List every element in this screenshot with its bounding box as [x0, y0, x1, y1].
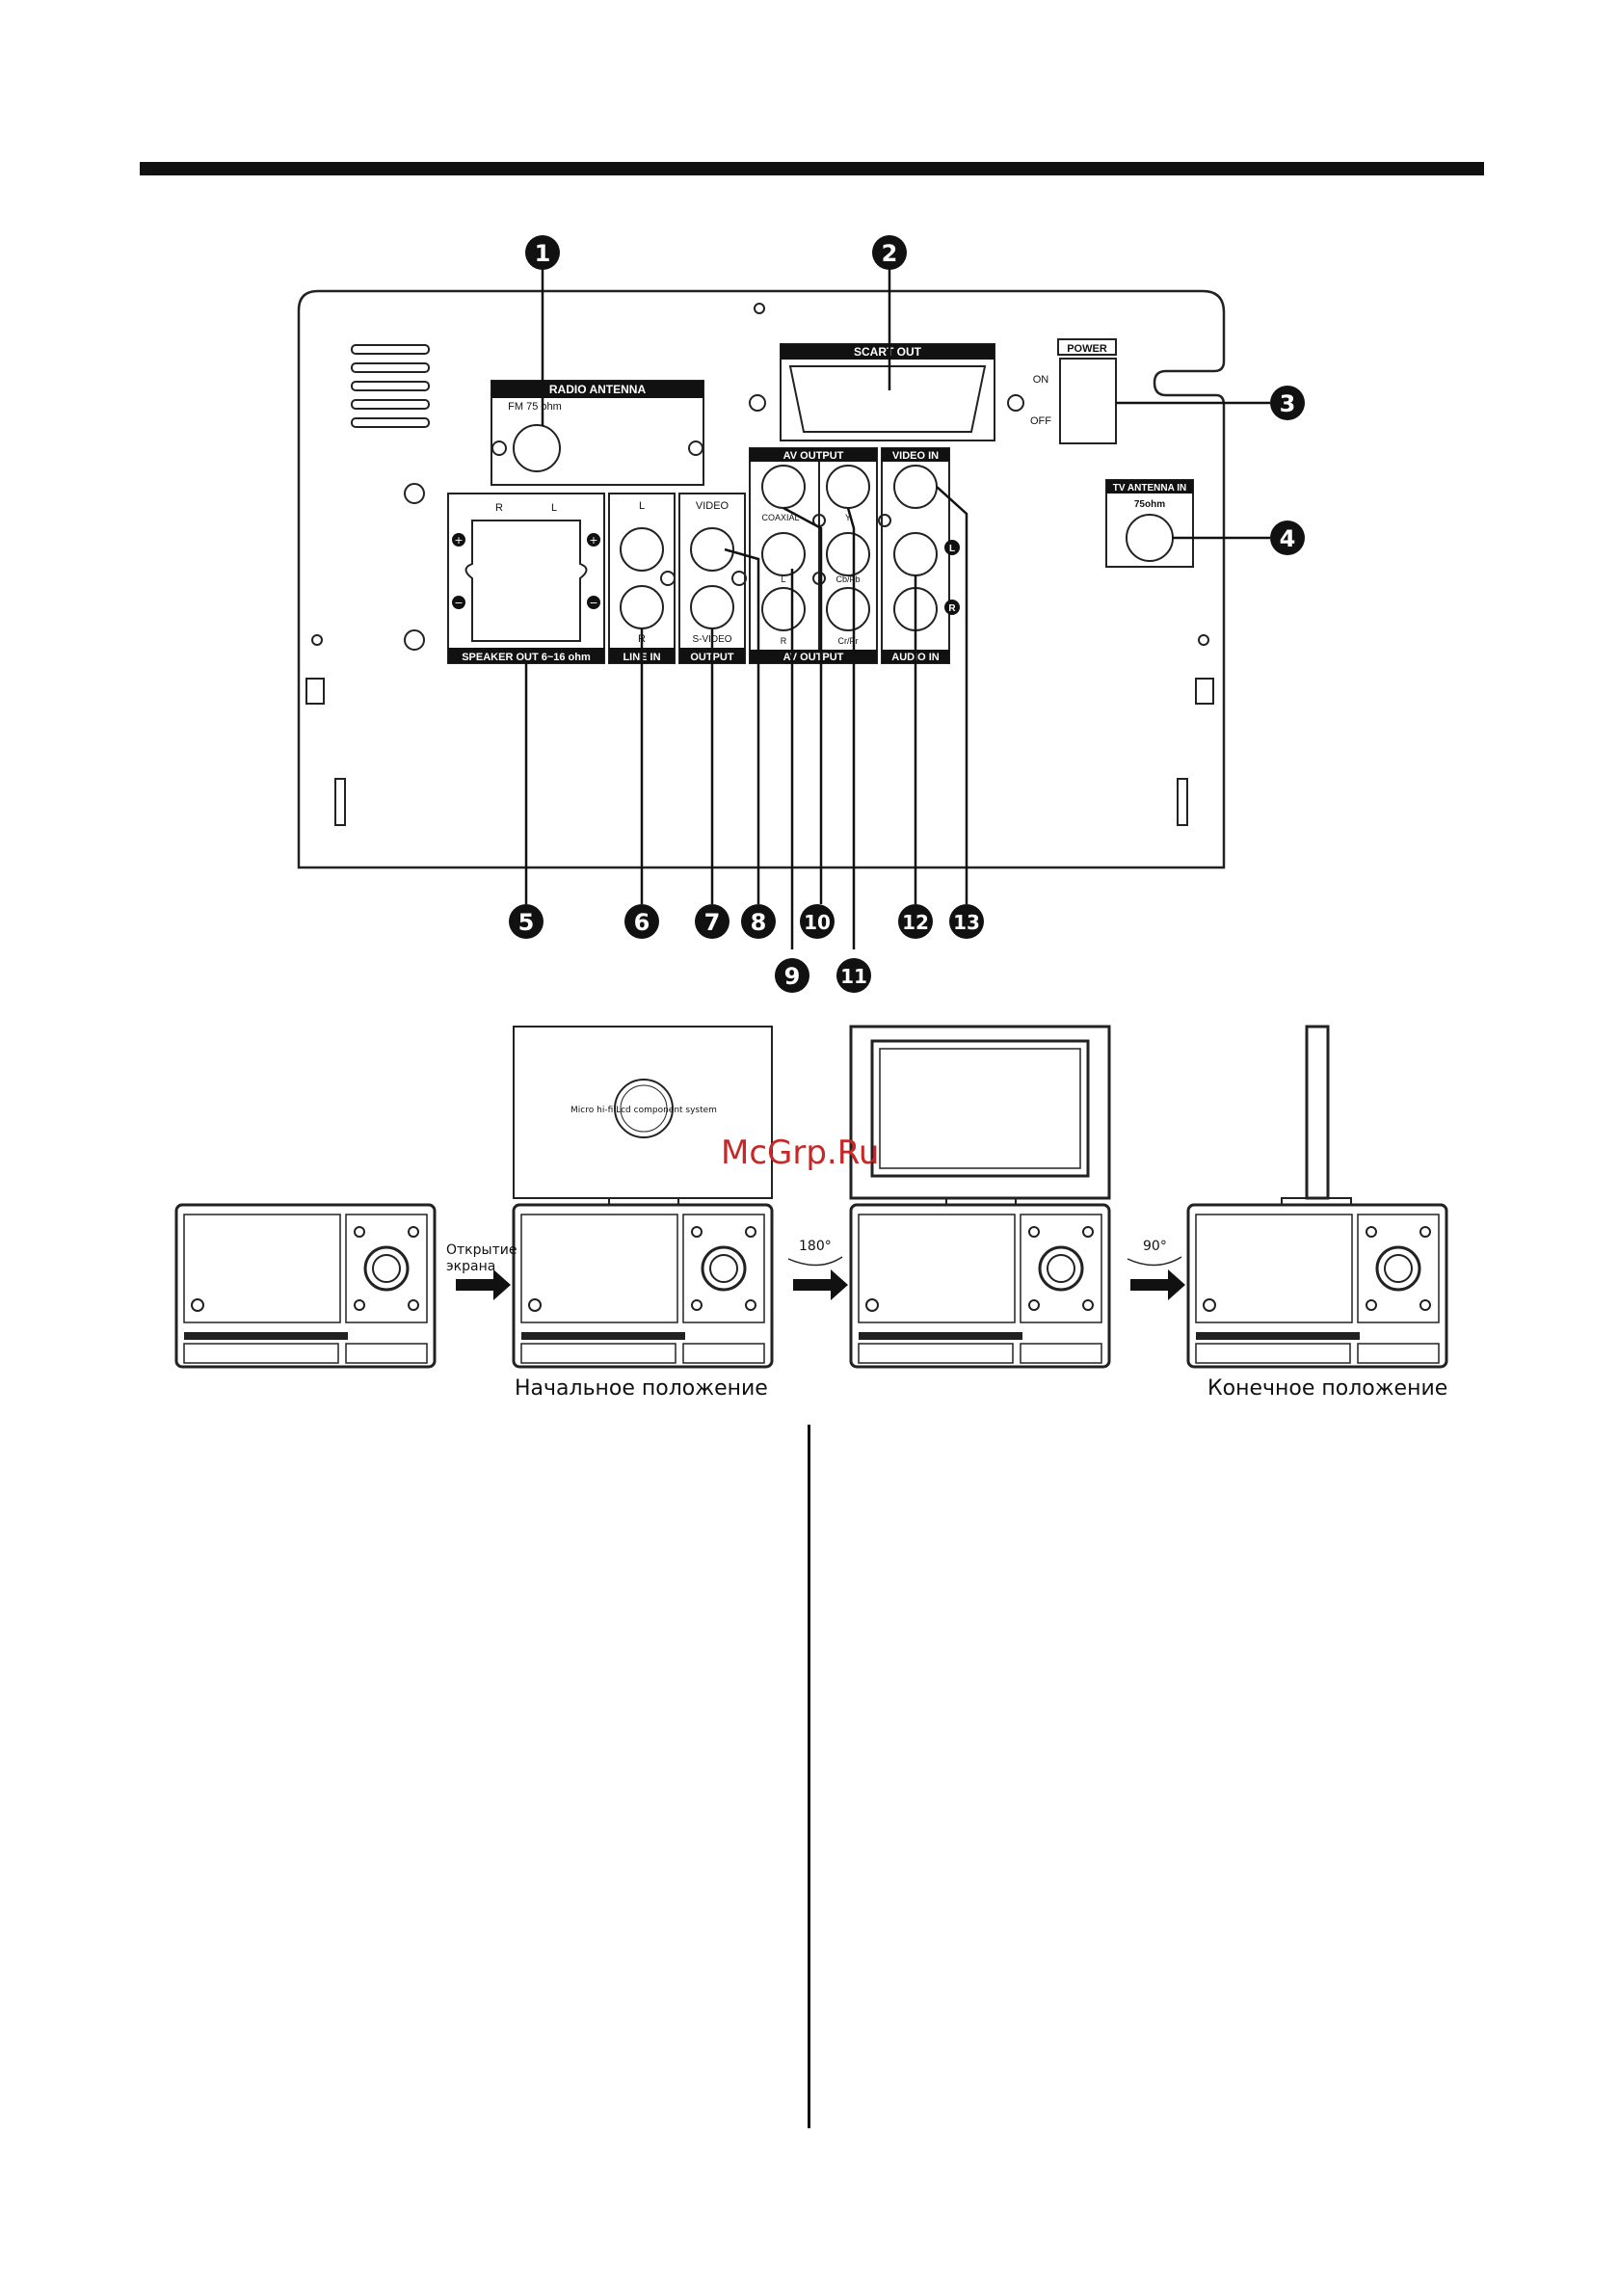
rotate-180-arc	[787, 1256, 843, 1267]
power-switch-block: POWER ON OFF	[1030, 338, 1117, 444]
y-label: Y	[845, 513, 851, 522]
video-in-label: VIDEO IN	[892, 450, 939, 462]
video-audio-in-block: VIDEO IN AUDIO IN L R	[878, 447, 960, 664]
callout-6: 6	[634, 909, 650, 936]
callout-7: 7	[704, 909, 721, 936]
callout-12: 12	[902, 911, 929, 934]
arrow-rotate-90	[1130, 1269, 1185, 1300]
speaker-out-label: SPEAKER OUT 6~16 ohm	[462, 652, 591, 663]
fm-75ohm-label: FM 75 ohm	[508, 401, 562, 413]
speaker-l-label: L	[551, 502, 557, 514]
av-l-label: L	[781, 574, 785, 584]
callout-4: 4	[1280, 525, 1296, 552]
callout-1: 1	[535, 240, 551, 267]
radio-antenna-label: RADIO ANTENNA	[549, 383, 647, 396]
av-output-top-label: AV OUTPUT	[783, 450, 844, 462]
svg-text:−: −	[589, 597, 597, 609]
open-screen-line1: Открытие	[446, 1242, 517, 1258]
speaker-r-label: R	[495, 502, 503, 514]
screen-back-panel	[513, 1026, 773, 1199]
tv-antenna-in-label: TV ANTENNA IN	[1113, 483, 1186, 494]
scart-out-block: SCART OUT	[749, 343, 1024, 441]
rotate-90-arc	[1127, 1256, 1182, 1267]
speaker-out-block: SPEAKER OUT 6~16 ohm R L + + − −	[447, 493, 605, 664]
unit-start-position: Micro hi-fi Lcd component system	[512, 1026, 774, 1369]
callout-8: 8	[751, 909, 767, 936]
av-output-block: AV OUTPUT AV OUTPUT COAXIAL Y L Cb/Pb R …	[749, 447, 878, 664]
unit-end-position	[1186, 1025, 1448, 1369]
arrow-rotate-180	[793, 1269, 848, 1300]
callout-markers: 1 2 3 4 5 6 7 8 9 10 11 12 13	[509, 235, 1305, 993]
radio-antenna-block: RADIO ANTENNA FM 75 ohm	[491, 380, 704, 486]
tv-75ohm-label: 75ohm	[1134, 499, 1165, 510]
callout-11: 11	[840, 965, 867, 988]
leader-lines	[524, 265, 1270, 949]
svg-text:−: −	[454, 597, 463, 609]
callout-3: 3	[1280, 390, 1296, 417]
screen-front-frame	[849, 1025, 1111, 1200]
callout-10: 10	[804, 911, 831, 934]
tv-antenna-block: TV ANTENNA IN 75ohm	[1105, 479, 1194, 568]
vent-slots	[351, 344, 430, 428]
power-off-label: OFF	[1030, 415, 1051, 427]
cr-pr-label: Cr/Pr	[838, 636, 859, 646]
callout-9: 9	[784, 963, 801, 990]
coaxial-label: COAXIAL	[761, 513, 799, 522]
unit-rotated-180	[849, 1025, 1111, 1369]
audio-r-label: R	[948, 603, 956, 614]
lcd-screen	[870, 1039, 1090, 1178]
screen-upright	[1305, 1025, 1330, 1200]
fm-antenna-jack	[513, 424, 561, 472]
line-l-label: L	[639, 500, 645, 512]
audio-l-label: L	[949, 544, 955, 554]
power-label: POWER	[1067, 343, 1107, 355]
unit-closed	[174, 1203, 437, 1369]
open-screen-line2: экрана	[446, 1259, 495, 1274]
screen-logo-text: Micro hi-fi Lcd component system	[570, 1106, 717, 1115]
panel-outline	[297, 289, 1226, 869]
callout-5: 5	[518, 909, 535, 936]
svg-text:+: +	[454, 534, 463, 547]
svg-text:+: +	[589, 534, 597, 547]
power-switch	[1059, 358, 1117, 444]
video-label: VIDEO	[696, 500, 729, 512]
rotate-90-label: 90°	[1143, 1239, 1167, 1254]
cb-pb-label: Cb/Pb	[836, 574, 860, 584]
callout-13: 13	[953, 911, 980, 934]
watermark-text: McGrp.Ru	[721, 1134, 879, 1172]
column-divider	[808, 1425, 810, 2128]
header-rule	[140, 162, 1484, 175]
power-on-label: ON	[1033, 374, 1049, 386]
end-position-label: Конечное положение	[1207, 1376, 1447, 1401]
arrow-open-screen	[456, 1269, 511, 1300]
callout-2: 2	[882, 240, 898, 267]
rotate-180-label: 180°	[799, 1239, 832, 1254]
tv-antenna-jack	[1126, 514, 1174, 562]
av-r-label: R	[781, 636, 787, 646]
start-position-label: Начальное положение	[515, 1376, 768, 1401]
scart-out-label: SCART OUT	[854, 345, 922, 359]
av-output-bottom-label: AV OUTPUT	[783, 652, 844, 663]
